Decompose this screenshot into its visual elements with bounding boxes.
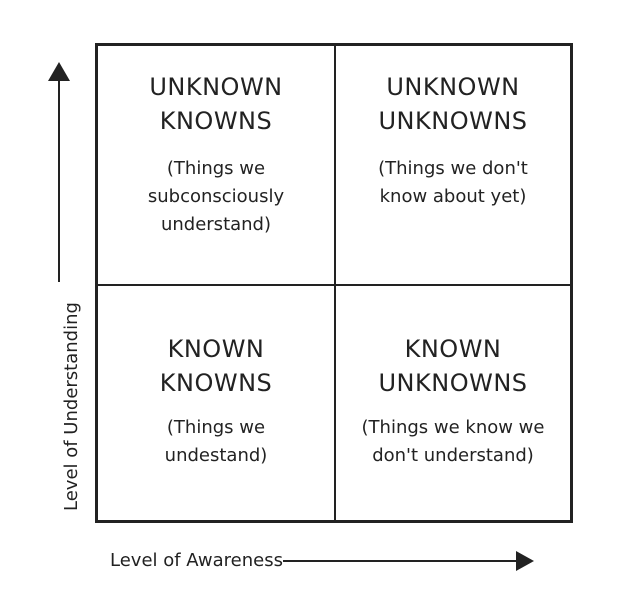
arrow-right-icon: [515, 551, 534, 571]
title-line: KNOWN: [404, 335, 502, 363]
title-line: KNOWNS: [159, 107, 273, 135]
vertical-divider: [334, 46, 336, 520]
y-axis-arrow-line: [58, 76, 60, 282]
title-line: UNKNOWNS: [378, 107, 528, 135]
quadrant-unknown-knowns: UNKNOWN KNOWNS (Things we subconsciously…: [98, 46, 334, 284]
title-line: KNOWN: [167, 335, 265, 363]
title-line: UNKNOWNS: [378, 369, 528, 397]
quadrant-known-knowns: KNOWN KNOWNS (Things we undestand): [98, 286, 334, 520]
quadrant-title: KNOWN KNOWNS: [160, 332, 273, 400]
desc-line: subconsciously: [147, 186, 285, 207]
desc-line: (Things we: [166, 417, 266, 438]
desc-line: (Things we don't: [378, 158, 528, 179]
y-axis-label: Level of Understanding: [61, 302, 82, 511]
title-line: KNOWNS: [159, 369, 273, 397]
x-axis-arrow-line: [282, 560, 516, 562]
title-line: UNKNOWN: [149, 73, 283, 101]
quadrant-title: KNOWN UNKNOWNS: [378, 332, 527, 400]
arrow-up-icon: [48, 62, 70, 81]
desc-line: (Things we know we: [361, 417, 545, 438]
quadrant-known-unknowns: KNOWN UNKNOWNS (Things we know we don't …: [336, 286, 570, 520]
desc-line: understand): [160, 214, 272, 235]
title-line: UNKNOWN: [386, 73, 520, 101]
quadrant-description: (Things we subconsciously understand): [148, 155, 284, 239]
quadrant-description: (Things we know we don't understand): [362, 414, 545, 470]
quadrant-description: (Things we don't know about yet): [378, 155, 528, 211]
desc-line: (Things we: [166, 158, 266, 179]
quadrant-description: (Things we undestand): [165, 414, 268, 470]
quadrant-grid: UNKNOWN KNOWNS (Things we subconsciously…: [95, 43, 573, 523]
quadrant-title: UNKNOWN KNOWNS: [149, 70, 282, 138]
x-axis-label: Level of Awareness: [110, 550, 283, 571]
quadrant-unknown-unknowns: UNKNOWN UNKNOWNS (Things we don't know a…: [336, 46, 570, 284]
horizontal-divider: [98, 284, 570, 286]
desc-line: undestand): [164, 445, 268, 466]
x-axis: Level of Awareness: [110, 548, 534, 574]
quadrant-title: UNKNOWN UNKNOWNS: [378, 70, 527, 138]
desc-line: don't understand): [372, 445, 534, 466]
desc-line: know about yet): [379, 186, 527, 207]
y-axis-arrow: [48, 62, 70, 282]
